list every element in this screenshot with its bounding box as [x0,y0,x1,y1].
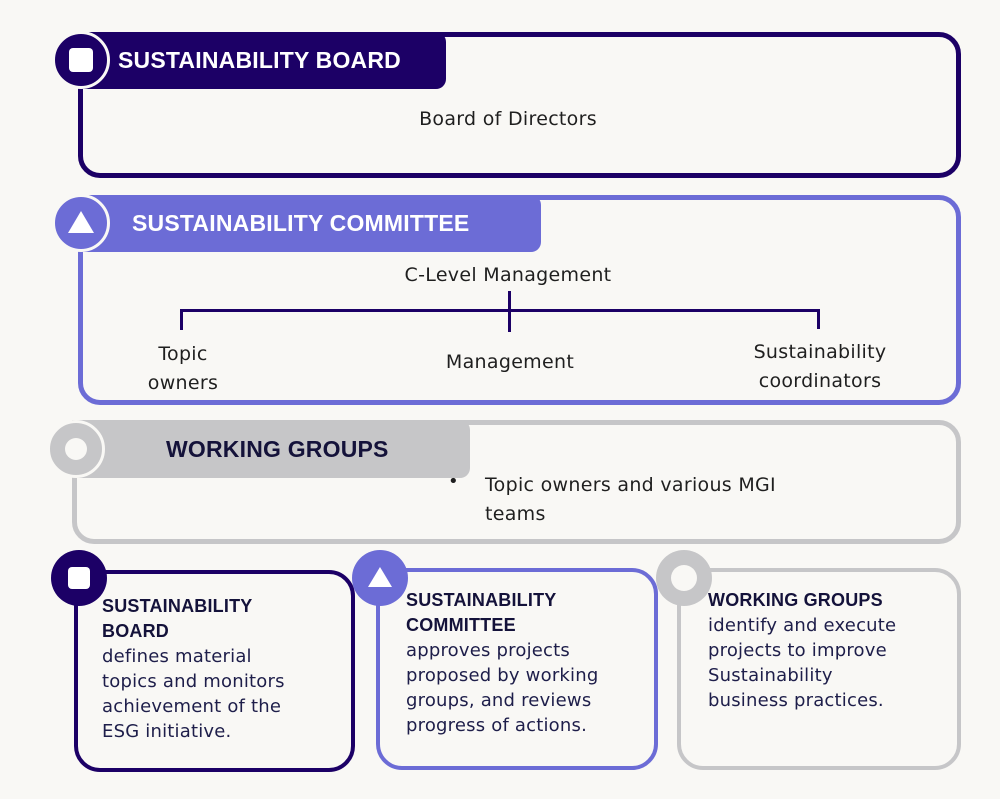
committee-card-badge [352,550,408,606]
triangle-icon [68,210,94,233]
circle-ring-icon [671,565,697,591]
branch-topic-owners: Topic owners [118,340,248,398]
org-chart-branch-left [180,309,183,330]
board-card-badge [51,550,107,606]
working-groups-badge [47,420,105,478]
sustainability-committee-header: SUSTAINABILITY COMMITTEE [78,195,541,252]
working-groups-card-badge [656,550,712,606]
card-title: COMMITTEE [406,615,516,635]
committee-badge [52,194,110,252]
working-groups-summary-card [677,568,961,770]
sustainability-committee-title: SUSTAINABILITY COMMITTEE [132,210,470,236]
card-title: SUSTAINABILITY [102,596,253,616]
square-icon [68,567,90,589]
org-chart-branch-right [817,309,820,329]
branch-label-line: coordinators [758,370,882,392]
board-summary-card [74,570,355,772]
working-groups-header: WORKING GROUPS [72,420,470,478]
working-groups-card-text: WORKING GROUPS identify and execute proj… [708,588,953,713]
board-badge [52,31,110,89]
branch-label-line: Sustainability [753,341,887,363]
card-description-line: defines material [102,646,252,667]
committee-card-text: SUSTAINABILITY COMMITTEE approves projec… [406,588,651,738]
branch-label-line: Topic [158,343,208,365]
circle-ring-icon [65,438,87,460]
card-title: BOARD [102,621,169,641]
sustainability-board-title: SUSTAINABILITY BOARD [118,47,401,73]
board-body-text: Board of Directors [419,108,597,130]
card-description-line: approves projects [406,640,570,661]
card-description-line: business practices. [708,690,884,711]
branch-management: Management [420,351,600,373]
card-description-line: groups, and reviews [406,690,592,711]
branch-label-line: owners [147,372,219,394]
branch-label-line: Management [445,351,575,373]
card-description-line: projects to improve [708,640,887,661]
working-groups-title: WORKING GROUPS [166,435,389,462]
working-groups-bullet: • [448,471,459,492]
board-card-text: SUSTAINABILITY BOARD defines material to… [102,594,342,744]
card-title: WORKING GROUPS [708,590,883,610]
card-description-line: identify and execute [708,615,897,636]
committee-summary-card [376,568,658,770]
branch-sustainability-coordinators: Sustainability coordinators [730,338,910,396]
card-description-line: proposed by working [406,665,599,686]
working-groups-body: Topic owners and various MGI teams [485,471,776,529]
working-groups-body-line: Topic owners and various MGI [485,474,776,496]
org-chart-horizontal-line [180,309,820,312]
card-description-line: progress of actions. [406,715,588,736]
square-icon [69,48,93,72]
card-description-line: achievement of the [102,696,282,717]
card-description-line: ESG initiative. [102,721,232,742]
card-title: SUSTAINABILITY [406,590,557,610]
committee-head-label: C-Level Management [404,264,612,286]
working-groups-body-line: teams [485,503,546,525]
card-description-line: Sustainability [708,665,833,686]
triangle-icon [368,566,392,587]
sustainability-board-header: SUSTAINABILITY BOARD [78,32,446,89]
card-description-line: topics and monitors [102,671,285,692]
